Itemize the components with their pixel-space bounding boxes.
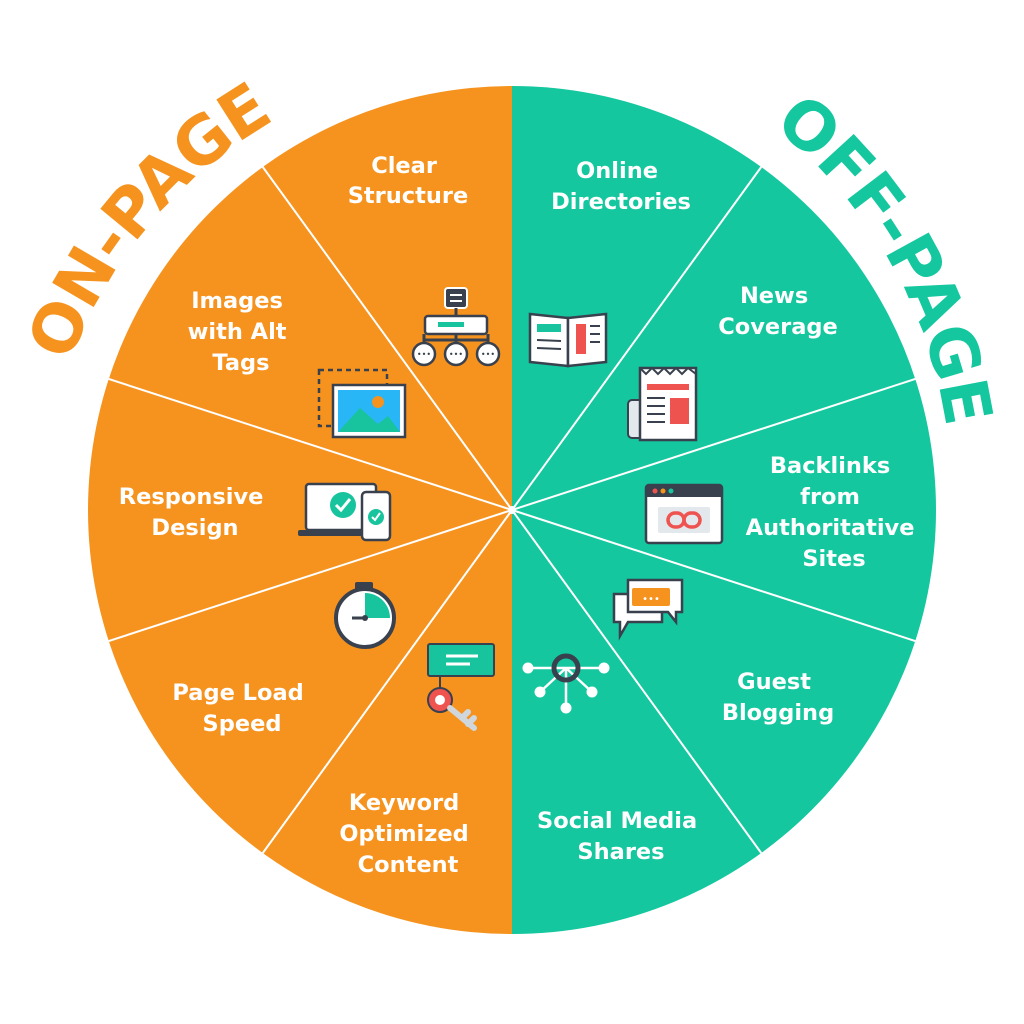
image-icon [317, 368, 407, 439]
keyword-key-icon [427, 643, 495, 731]
segment-dividers [108, 166, 916, 854]
newspaper-icon [627, 366, 698, 442]
segment-divider [108, 509, 513, 642]
segment-label-news-coverage: News Coverage [718, 283, 838, 340]
open-book-icon [528, 312, 608, 368]
stopwatch-icon [334, 582, 396, 649]
on-page-half [88, 86, 512, 934]
chat-bubbles-icon: ••• [612, 578, 684, 641]
off-page-half [512, 86, 936, 934]
segment-divider [511, 509, 916, 642]
segment-divider [511, 166, 763, 511]
network-icon [522, 653, 610, 714]
svg-text:•••: ••• [417, 350, 431, 359]
segment-label-keyword-optimized-content: Keyword Optimized Content [339, 790, 476, 878]
segment-label-page-load-speed: Page Load Speed [172, 680, 311, 737]
svg-text:•••: ••• [642, 594, 660, 605]
segment-divider [261, 509, 513, 854]
segment-label-backlinks: Backlinks from Authoritative Sites [746, 453, 923, 572]
segment-label-social-media-shares: Social Media Shares [537, 808, 705, 865]
segment-label-responsive-design: Responsive Design [119, 484, 271, 541]
responsive-devices-icon [298, 482, 392, 542]
segment-divider [261, 166, 513, 511]
svg-text:•••: ••• [449, 350, 463, 359]
svg-text:•••: ••• [481, 350, 495, 359]
segment-label-clear-structure: Clear Structure [348, 153, 469, 209]
segment-divider [511, 378, 916, 511]
wheel-hub [508, 506, 516, 514]
segment-divider [511, 509, 763, 854]
segment-label-online-directories: Online Directories [551, 158, 691, 215]
browser-link-icon [644, 483, 724, 545]
segment-label-images-alt-tags: Images with Alt Tags [188, 288, 295, 376]
segment-divider [108, 378, 513, 511]
sitemap-icon: ••• ••• ••• [411, 287, 501, 367]
segment-label-guest-blogging: Guest Blogging [722, 669, 834, 726]
